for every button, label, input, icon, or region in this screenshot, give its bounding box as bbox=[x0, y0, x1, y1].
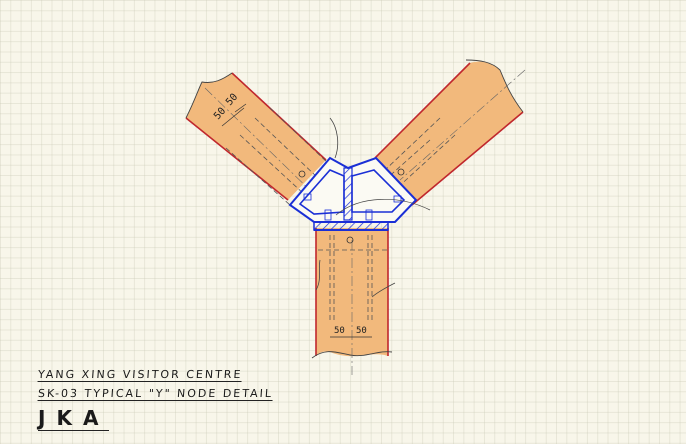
dim-bottom-2: 50 bbox=[356, 326, 367, 336]
drawing-title: SK-03 TYPICAL "Y" NODE DETAIL bbox=[37, 387, 274, 401]
steel-node bbox=[288, 156, 431, 231]
bottom-timber-member: 50 50 bbox=[311, 228, 396, 375]
project-title: YANG XING VISITOR CENTRE bbox=[37, 368, 243, 382]
author-initials: JKA bbox=[38, 406, 110, 431]
left-timber-member: 50 50 bbox=[185, 72, 339, 206]
right-timber-member bbox=[374, 59, 526, 206]
dim-bottom-1: 50 bbox=[334, 326, 345, 336]
